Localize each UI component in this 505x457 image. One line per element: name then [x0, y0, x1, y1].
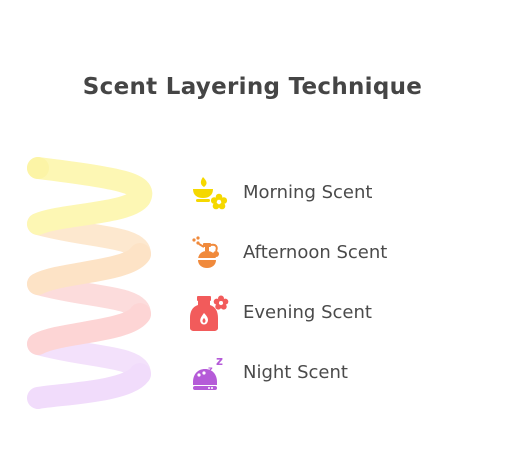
perfume-bottle-icon	[192, 236, 219, 268]
aroma-diffuser-icon	[190, 295, 229, 331]
list-item-morning: Morning Scent	[190, 174, 490, 214]
spring-front-red	[27, 303, 151, 355]
list-item-evening: Evening Scent	[190, 294, 490, 334]
spring-top-cap	[27, 157, 49, 179]
svg-text:z: z	[216, 354, 223, 368]
page-title: Scent Layering Technique	[82, 74, 423, 100]
list-item-night: z z Night Scent	[190, 354, 490, 394]
spring-front-yellow	[27, 157, 153, 235]
svg-text:z: z	[208, 365, 213, 374]
item-label-night: Night Scent	[243, 362, 348, 383]
list-item-afternoon: Afternoon Scent	[190, 234, 490, 274]
night-diffuser-icon: z z	[193, 354, 223, 390]
spring-front-purple	[27, 363, 151, 409]
spring-front-orange	[27, 243, 151, 295]
item-label-morning: Morning Scent	[243, 182, 373, 203]
item-label-evening: Evening Scent	[243, 302, 372, 323]
candle-flower-icon	[193, 177, 228, 210]
item-label-afternoon: Afternoon Scent	[243, 242, 388, 263]
